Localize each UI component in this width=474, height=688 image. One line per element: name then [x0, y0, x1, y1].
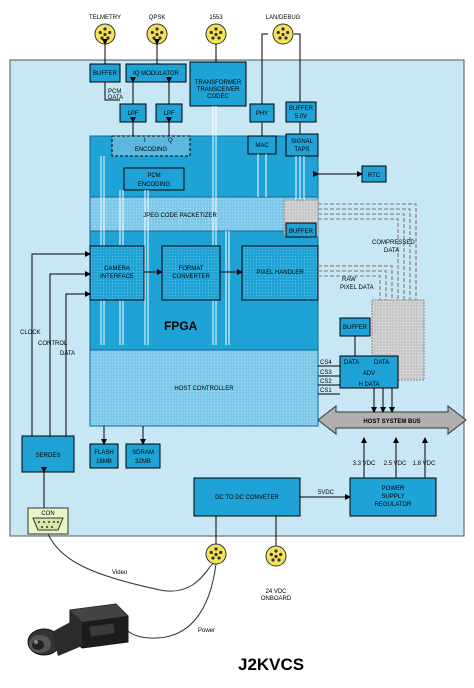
svg-text:H DATA: H DATA [358, 382, 379, 388]
svg-text:Video: Video [112, 570, 128, 576]
svg-text:ONBOARD: ONBOARD [261, 596, 292, 602]
qpsk-label: QPSK [149, 15, 166, 21]
svg-text:PIXEL HANDLER: PIXEL HANDLER [256, 270, 304, 276]
svg-text:TRANSFORMER: TRANSFORMER [195, 80, 242, 86]
svg-text:CS3: CS3 [320, 370, 332, 376]
svg-text:FORMAT: FORMAT [179, 266, 204, 272]
camera-icon [27, 603, 129, 656]
svg-text:MAC: MAC [255, 143, 269, 149]
svg-text:32MB: 32MB [135, 459, 151, 465]
buffer-5v-block [285, 101, 317, 123]
svg-text:3.3 VDC: 3.3 VDC [353, 461, 376, 467]
svg-text:SUPPLY: SUPPLY [381, 494, 404, 500]
adv-block [339, 355, 399, 389]
svg-text:CON: CON [41, 511, 54, 517]
host-system-bus [317, 404, 467, 436]
svg-text:CLOCK: CLOCK [20, 330, 41, 336]
svg-text:ENCODING: ENCODING [135, 147, 168, 153]
svg-text:Q: Q [168, 138, 173, 144]
svg-text:2.5 VDC: 2.5 VDC [384, 461, 407, 467]
svg-text:DC TO DC CONVETER: DC TO DC CONVETER [215, 495, 279, 501]
svg-text:RTC: RTC [368, 173, 381, 179]
signal-taps-block [285, 133, 319, 157]
svg-text:CAMERA: CAMERA [104, 266, 130, 272]
svg-text:CONVERTER: CONVERTER [172, 274, 210, 280]
svg-text:DATA: DATA [60, 351, 75, 357]
serdes-block [21, 435, 75, 473]
svg-text:24 VDC: 24 VDC [265, 589, 287, 595]
dc-dc-converter-block [193, 477, 301, 517]
svg-text:TRANSCEIVER: TRANSCEIVER [197, 87, 240, 93]
telemetry-label: TELMETRY [89, 15, 121, 21]
bus1553-connector-icon [205, 23, 227, 45]
svg-text:HOST SYSTEM BUS: HOST SYSTEM BUS [363, 419, 420, 425]
svg-text:RAW: RAW [342, 277, 356, 283]
pcm-encoding-block [123, 167, 185, 191]
iq-encoding-block [111, 135, 191, 157]
bus1553-label: 1553 [209, 15, 223, 21]
svg-text:PIXEL DATA: PIXEL DATA [340, 285, 374, 291]
svg-text:DATA: DATA [108, 95, 123, 101]
svg-text:DATA: DATA [374, 360, 389, 366]
svg-text:PCM: PCM [147, 173, 160, 179]
transceiver-codec-block [189, 61, 247, 107]
svg-text:5.0V: 5.0V [295, 114, 307, 120]
svg-text:COMPRESSED: COMPRESSED [372, 240, 415, 246]
lan-label: LAN/DEBUG [266, 15, 301, 21]
svg-text:Power: Power [198, 628, 215, 634]
diagram-title: J2KVCS [238, 655, 304, 674]
svg-text:DATA: DATA [344, 360, 359, 366]
svg-text:SERDES: SERDES [36, 453, 61, 459]
power-supply-regulator-block [349, 477, 437, 517]
svg-text:PCM: PCM [108, 89, 121, 95]
svg-text:TAPS: TAPS [294, 147, 309, 153]
svg-text:SDRAM: SDRAM [132, 450, 154, 456]
svg-text:CODEC: CODEC [207, 94, 229, 100]
svg-text:INTERFACE: INTERFACE [100, 274, 134, 280]
svg-text:CS4: CS4 [320, 360, 332, 366]
camera-interface-block [89, 245, 145, 301]
jpeg-packetizer-block [89, 196, 319, 232]
svg-text:5VDC: 5VDC [318, 490, 335, 496]
svg-text:LPF: LPF [163, 111, 174, 117]
svg-text:CS1: CS1 [320, 388, 332, 394]
format-converter-block [161, 245, 221, 301]
svg-text:1.8 VDC: 1.8 VDC [413, 461, 436, 467]
svg-text:I: I [144, 138, 146, 144]
host-controller-label: HOST CONTROLLER [174, 386, 234, 392]
svg-text:16MB: 16MB [96, 459, 112, 465]
svg-text:BUFFER: BUFFER [289, 229, 314, 235]
fpga-label: FPGA [164, 319, 198, 333]
host-controller-block [89, 349, 319, 427]
svg-text:CS2: CS2 [320, 379, 332, 385]
video-power-connector-icon [205, 543, 227, 565]
svg-text:LPF: LPF [127, 111, 138, 117]
svg-text:SIGNAL: SIGNAL [291, 139, 314, 145]
svg-text:PHY: PHY [256, 111, 268, 117]
svg-text:POWER: POWER [382, 486, 405, 492]
svg-text:ENCODING: ENCODING [138, 182, 171, 188]
svg-text:IQ MODULATOR: IQ MODULATOR [133, 71, 179, 77]
telemetry-connector-icon [94, 23, 116, 45]
power-input-connector-icon [265, 545, 287, 567]
svg-text:FLASH: FLASH [94, 450, 113, 456]
qpsk-connector-icon [146, 23, 168, 45]
svg-text:BUFFER: BUFFER [93, 71, 118, 77]
svg-text:ADV: ADV [363, 371, 375, 377]
sdram-block [125, 443, 161, 469]
svg-text:DATA: DATA [384, 248, 399, 254]
jpeg-label: JPEG CODE PACKETIZER [143, 213, 217, 219]
svg-text:CONTROL: CONTROL [38, 341, 68, 347]
svg-text:REGULATOR: REGULATOR [375, 502, 412, 508]
lan-connector-icon [272, 23, 294, 45]
svg-text:BUFFER: BUFFER [343, 325, 368, 331]
svg-text:BUFFER: BUFFER [289, 106, 314, 112]
pixel-handler-block [241, 245, 319, 301]
